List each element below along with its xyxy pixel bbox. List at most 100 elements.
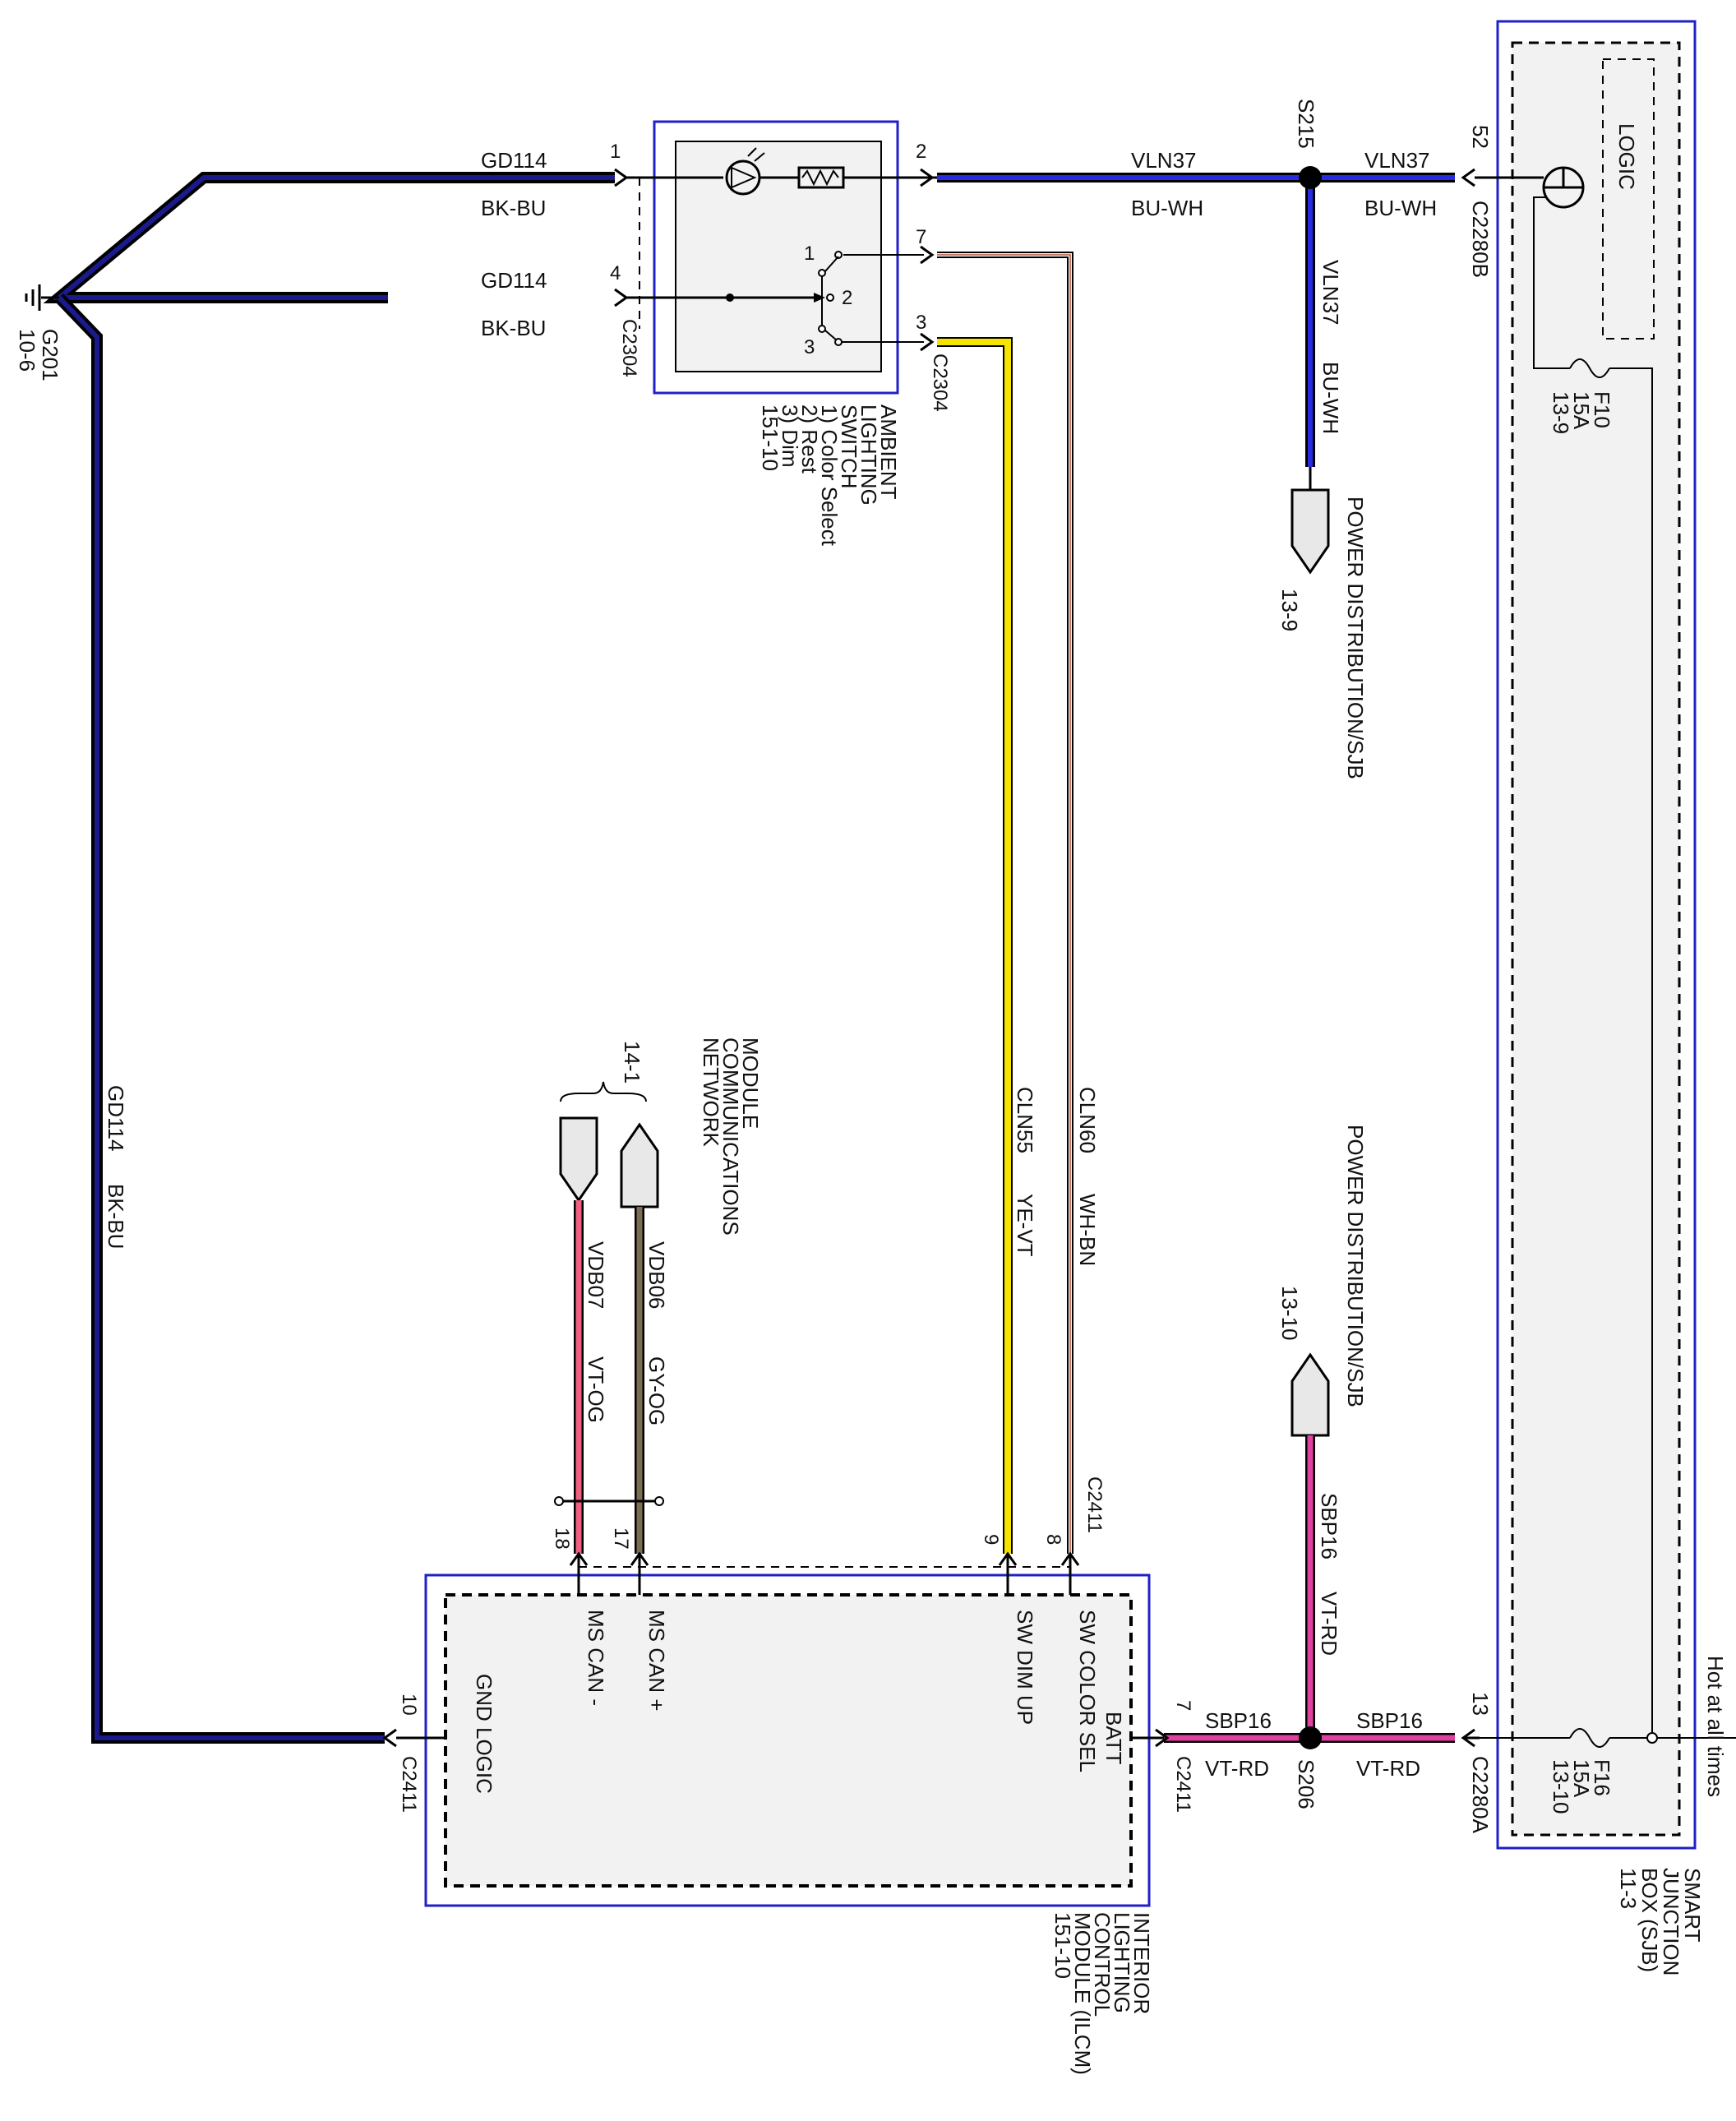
pin-7-batt: 7 — [1172, 1700, 1194, 1711]
network-label-3: NETWORK — [699, 1037, 723, 1148]
logic-label: LOGIC — [1614, 123, 1639, 190]
ground-id: G201 — [38, 329, 62, 381]
switch-name-2: LIGHTING — [856, 404, 881, 506]
vln37-a-color: BU-WH — [1131, 196, 1203, 220]
hot-label: Hot at all times — [1703, 1656, 1728, 1797]
sbp16-a-circuit: SBP16 — [1317, 1493, 1341, 1560]
network-ref: 14-1 — [620, 1041, 644, 1084]
sjb-name-2: JUNCTION — [1659, 1868, 1683, 1975]
sjb-outline — [1496, 20, 1697, 1850]
vln37-c-color: BU-WH — [1318, 362, 1343, 434]
vln37-b-circuit: VLN37 — [1364, 148, 1430, 173]
vdb07-circuit: VDB07 — [584, 1241, 608, 1309]
power-dist-top-icon — [1290, 488, 1330, 575]
fuse-f16-icon — [1569, 1728, 1610, 1748]
switch-signal-wires: CLN60 WH-BN CLN55 YE-VT — [937, 252, 1100, 1554]
sw-dim-up-label: SW DIM UP — [1013, 1610, 1037, 1725]
pin-arrow-icon — [569, 1551, 589, 1566]
gd114-c-circuit: GD114 — [104, 1085, 128, 1151]
f16-rating: 15A — [1569, 1759, 1594, 1798]
power-dist-top-label: POWER DISTRIBUTION/SJB — [1343, 497, 1368, 779]
switch-name-7: 151-10 — [758, 404, 783, 471]
sjb-name-1: SMART — [1680, 1868, 1705, 1943]
sbp16-c-color: VT-RD — [1356, 1756, 1420, 1781]
pin-10: 10 — [398, 1694, 420, 1716]
network-label-2: COMMUNICATIONS — [718, 1037, 743, 1236]
vln37-b-color: BU-WH — [1364, 196, 1437, 220]
power-dist-bottom-icon — [1290, 1352, 1330, 1437]
gnd-logic-label: GND LOGIC — [472, 1674, 496, 1794]
switch-name-3: SWITCH — [837, 404, 861, 489]
ilcm-name-2: LIGHTING — [1110, 1912, 1134, 2013]
f16-name: F16 — [1590, 1759, 1614, 1796]
sw-pos-3: 3 — [804, 336, 815, 358]
switch-body — [675, 141, 882, 372]
pin-3: 3 — [916, 312, 926, 334]
sw-color-sel-label: SW COLOR SEL — [1075, 1610, 1100, 1772]
sbp16-a-color: VT-RD — [1317, 1592, 1341, 1656]
pin-7: 7 — [916, 226, 926, 248]
cln60-circuit: CLN60 — [1075, 1087, 1100, 1153]
gd114-b-circuit: GD114 — [481, 268, 547, 293]
vln37-a-circuit: VLN37 — [1131, 148, 1197, 173]
sjb-module[interactable]: LOGIC F10 15A 13-9 F16 15A 13-10 Hot at … — [1468, 20, 1736, 1975]
ambient-lighting-switch[interactable]: 1 2 3 1 4 C2304 2 7 3 C2304 AMBIENT LIGH… — [610, 120, 951, 547]
splice-s206: S206 — [1294, 1759, 1318, 1809]
ilcm-outline — [424, 1573, 1151, 1907]
sbp16-c-circuit: SBP16 — [1356, 1708, 1423, 1733]
network-plus-icon — [559, 1116, 598, 1203]
conn-c2411-left: C2411 — [398, 1756, 420, 1813]
splice-s215: S215 — [1294, 99, 1318, 149]
conn-c2411-right: C2411 — [1172, 1756, 1194, 1813]
pin-9: 9 — [980, 1534, 1002, 1545]
conn-c2280b: C2280B — [1468, 201, 1493, 278]
pin-13: 13 — [1468, 1692, 1493, 1716]
pin-18: 18 — [551, 1527, 573, 1550]
f10-ref: 13-9 — [1549, 391, 1573, 434]
f10-name: F10 — [1590, 391, 1614, 428]
gd114-a-circuit: GD114 — [481, 148, 547, 173]
gd114-b-color: BK-BU — [481, 316, 546, 340]
network-minus-icon — [620, 1122, 659, 1208]
junction-icon — [1646, 1732, 1658, 1744]
conn-c2304-left: C2304 — [618, 319, 640, 377]
ilcm-module[interactable]: 18 17 9 8 C2411 10 C2411 7 C2411 GND LOG… — [382, 1476, 1194, 2075]
cln55-color: YE-VT — [1013, 1194, 1037, 1257]
batt-feed-wires: POWER DISTRIBUTION/SJB 13-10 S206 SBP16 … — [1164, 1125, 1480, 1809]
ilcm-name-4: MODULE (ILCM) — [1070, 1912, 1095, 2075]
sjb-name-4: 11-3 — [1616, 1868, 1641, 1909]
vdb06-color: GY-OG — [644, 1356, 669, 1426]
conn-c2280a: C2280A — [1468, 1756, 1493, 1834]
module-network: 14-1 MODULE COMMUNICATIONS NETWORK VDB07… — [554, 1037, 763, 1554]
switch-name-4: 1) Color Select — [817, 404, 842, 547]
ground-wires: G201 10-6 GD114 BK-BU GD114 BK-BU GD114 … — [15, 148, 615, 1744]
ilcm-name-1: INTERIOR — [1129, 1912, 1154, 2014]
sbp16-b-circuit: SBP16 — [1205, 1708, 1272, 1733]
fuse-f10-icon — [1569, 358, 1610, 378]
vln37-wires: S215 VLN37 BU-WH VLN37 BU-WH VLN37 BU-WH… — [937, 99, 1544, 779]
brace-icon — [560, 1081, 647, 1102]
ground-ref: 10-6 — [15, 329, 39, 372]
ilcm-name-5: 151-10 — [1050, 1912, 1075, 1979]
network-label-1: MODULE — [738, 1037, 763, 1129]
sw-pos-1: 1 — [804, 243, 815, 265]
sbp16-b-color: VT-RD — [1205, 1756, 1269, 1781]
vln37-c-circuit: VLN37 — [1318, 260, 1343, 326]
cln60-color: WH-BN — [1075, 1194, 1100, 1266]
pin-4: 4 — [610, 262, 621, 284]
ms-can-plus-label: MS CAN + — [644, 1610, 669, 1712]
ilcm-name-3: CONTROL — [1090, 1912, 1115, 2017]
connector-arrow-icon — [614, 168, 629, 187]
resistor-icon — [797, 166, 845, 189]
gd114-c-color: BK-BU — [104, 1184, 128, 1249]
sw-pos-2: 2 — [842, 287, 852, 309]
switch-name-1: AMBIENT — [876, 404, 901, 500]
pin-2: 2 — [916, 141, 926, 163]
switch-name-6: 3) Dim — [778, 404, 802, 468]
ms-can-minus-label: MS CAN - — [584, 1610, 608, 1706]
vdb06-circuit: VDB06 — [644, 1241, 669, 1309]
batt-label: BATT — [1101, 1712, 1126, 1765]
f10-rating: 15A — [1569, 391, 1594, 430]
logic-box — [1602, 58, 1655, 340]
